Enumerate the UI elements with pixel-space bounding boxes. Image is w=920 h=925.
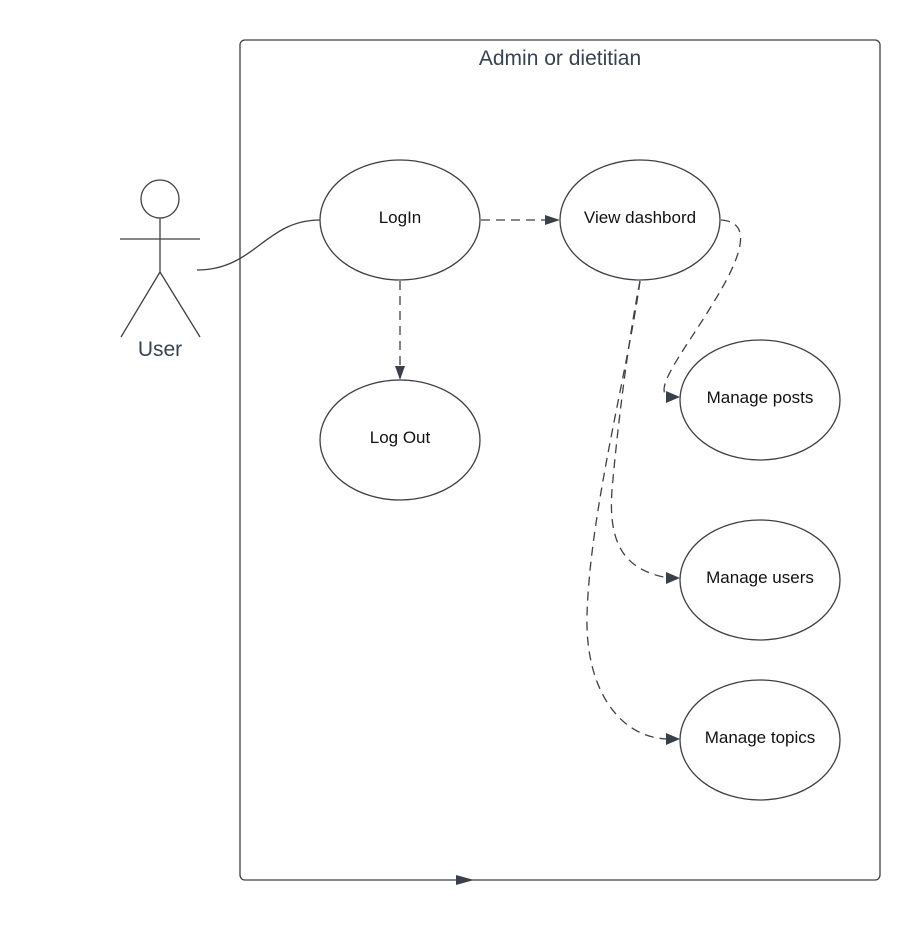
boundary-arrow-marker: [456, 875, 474, 885]
system-boundary-frame: [239, 39, 881, 881]
use-case-login-shape: [319, 159, 481, 281]
use-case-manage-users: Manage users: [679, 519, 841, 641]
use-case-view-dashboard: View dashbord: [559, 159, 721, 281]
use-case-view-dashboard-shape: [559, 159, 721, 281]
actor-left-leg: [120, 271, 161, 338]
use-case-logout: Log Out: [319, 379, 481, 501]
use-case-view-dashboard-label: View dashbord: [584, 208, 696, 227]
system-title: Admin or dietitian: [479, 47, 641, 70]
dependency-dashboard-topics: [586, 280, 669, 740]
use-case-logout-shape: [319, 379, 481, 501]
actor-right-leg: [159, 271, 201, 338]
arrowhead-topics: [666, 733, 680, 745]
actor-user: User: [120, 179, 201, 361]
actor-head: [140, 179, 180, 219]
arrowhead-dashboard: [545, 215, 560, 225]
system-boundary: Admin or dietitian: [239, 39, 881, 885]
arrowhead-users: [666, 572, 680, 584]
use-case-login-label: LogIn: [379, 208, 422, 227]
use-case-manage-users-label: Manage users: [706, 568, 814, 587]
use-case-login: LogIn: [319, 159, 481, 281]
dependency-dashboard-posts: [663, 219, 742, 397]
use-case-manage-posts-shape: [679, 339, 841, 461]
use-case-manage-topics-shape: [679, 679, 841, 801]
actor-name: User: [138, 338, 182, 361]
use-case-manage-topics-label: Manage topics: [705, 728, 816, 747]
use-case-logout-label: Log Out: [370, 428, 431, 447]
use-case-manage-posts-label: Manage posts: [707, 388, 814, 407]
association-user-login: [196, 219, 321, 271]
use-case-manage-posts: Manage posts: [679, 339, 841, 461]
use-case-manage-users-shape: [679, 519, 841, 641]
relationships: [196, 215, 742, 745]
arrowhead-logout: [395, 366, 405, 380]
arrowhead-posts: [666, 391, 680, 403]
dependency-dashboard-users: [610, 280, 669, 579]
use-case-manage-topics: Manage topics: [679, 679, 841, 801]
